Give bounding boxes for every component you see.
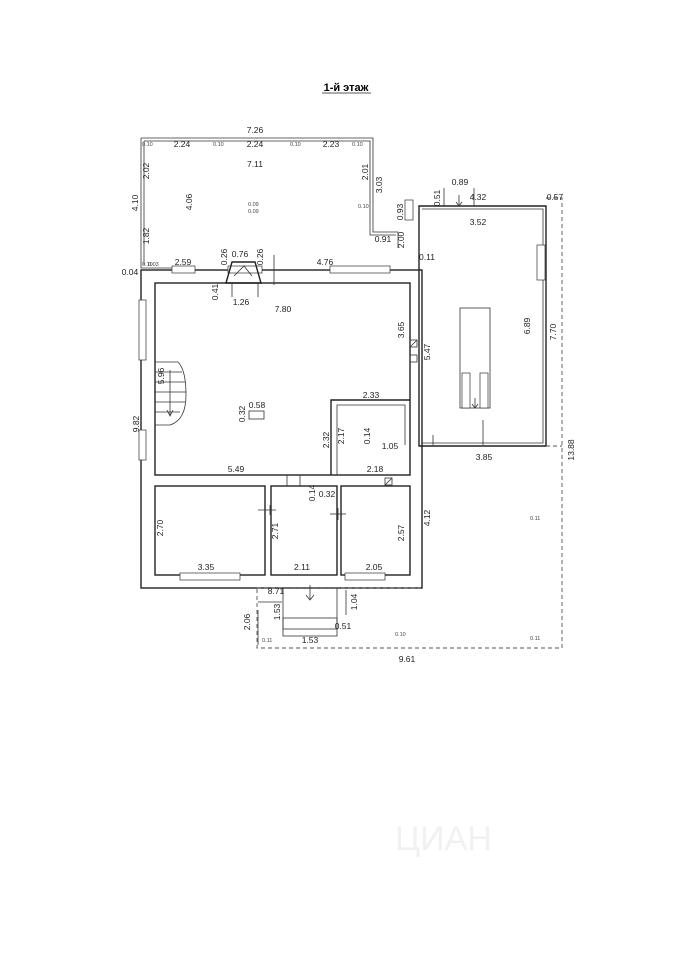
level-mark: 0.10 xyxy=(213,142,224,148)
dim-label: 0.32 xyxy=(319,489,336,499)
dim-label: 2.71 xyxy=(270,522,280,539)
dim-label: 3.03 xyxy=(374,176,384,193)
level-mark: 0.10 xyxy=(290,142,301,148)
level-mark: 0.10 xyxy=(352,142,363,148)
dim-label: 0.32 xyxy=(237,405,247,422)
dim-label: 0.41 xyxy=(210,283,220,300)
dim-label: 2.05 xyxy=(366,562,383,572)
level-mark: 0.11 xyxy=(530,516,540,522)
level-mark: 0.10 xyxy=(142,262,153,268)
garage-entry xyxy=(443,188,484,445)
dim-label: 2.23 xyxy=(323,139,340,149)
level-mark: 0.09 xyxy=(248,209,259,215)
dim-label: 7.80 xyxy=(275,304,292,314)
level-mark: 0.11 xyxy=(530,636,540,642)
dim-label: 0.89 xyxy=(452,177,469,187)
plan-title: 1-й этаж xyxy=(324,82,369,94)
level-mark: 0.10 xyxy=(142,142,153,148)
dim-label: 7.11 xyxy=(247,159,263,169)
dim-label: 2.59 xyxy=(175,257,192,267)
dim-label: 2.17 xyxy=(336,427,346,444)
dim-label: 1.04 xyxy=(349,593,359,610)
dim-label: 1.53 xyxy=(272,603,282,620)
dim-label: 2.00 xyxy=(396,231,406,248)
level-mark: 0.03 xyxy=(148,262,159,268)
watermark-logo: ЦИАН xyxy=(395,820,492,858)
entry-porch xyxy=(282,585,338,637)
dimension-ticks xyxy=(257,435,434,645)
dim-label: 2.24 xyxy=(174,139,191,149)
dim-label: 5.47 xyxy=(422,343,432,360)
dim-label: 0.04 xyxy=(122,267,139,277)
dim-label: 2.18 xyxy=(367,464,384,474)
dim-label: 2.32 xyxy=(321,431,331,448)
level-mark: 0.10 xyxy=(395,632,406,638)
dim-label: 1.82 xyxy=(141,227,151,244)
column-marker xyxy=(248,410,265,420)
dim-label: 4.06 xyxy=(184,193,194,210)
level-mark: 0.10 xyxy=(358,204,369,210)
dim-label: 8.71 xyxy=(268,586,285,596)
dim-label: 3.52 xyxy=(470,217,487,227)
dim-label: 0.14 xyxy=(362,427,372,444)
fireplace xyxy=(225,261,262,297)
dim-label: 9.82 xyxy=(131,415,141,432)
dim-label: 0.93 xyxy=(395,203,405,220)
door-swings xyxy=(258,255,346,520)
windows xyxy=(138,199,414,581)
dimension-labels: 7.26 2.24 2.24 2.23 7.11 2.02 4.10 1.82 … xyxy=(122,125,576,664)
dim-label: 1.26 xyxy=(233,297,250,307)
main-house-walls xyxy=(140,269,423,589)
dim-label: 0.26 xyxy=(219,248,229,265)
dim-label: 0.14 xyxy=(307,484,317,501)
dim-label: 1.53 xyxy=(302,635,319,645)
dim-label: 6.89 xyxy=(522,317,532,334)
dim-label: 3.85 xyxy=(476,452,493,462)
yard-boundary xyxy=(256,197,563,649)
dim-label: 0.26 xyxy=(255,248,265,265)
level-mark: 0.11 xyxy=(262,638,272,644)
dim-label: 0.57 xyxy=(547,192,564,202)
dim-label: 2.57 xyxy=(396,524,406,541)
dim-label: 0.51 xyxy=(432,189,442,206)
dim-label: 2.01 xyxy=(360,163,370,180)
dim-label: 7.26 xyxy=(247,125,264,135)
dim-label: 7.70 xyxy=(548,323,558,340)
dim-label: 2.70 xyxy=(155,519,165,536)
dim-label: 2.11 xyxy=(294,562,310,572)
dim-label: 2.06 xyxy=(242,613,252,630)
dim-label: 5.49 xyxy=(228,464,245,474)
dim-label: 4.32 xyxy=(470,192,487,202)
staircase xyxy=(155,361,187,426)
dim-label: 0.58 xyxy=(249,400,266,410)
dim-label: 1.05 xyxy=(382,441,399,451)
level-marks: 0.10 0.10 0.10 0.10 0.09 0.09 0.10 0.03 … xyxy=(142,142,540,644)
garage-car-outline xyxy=(459,307,491,409)
dim-label: 2.33 xyxy=(363,390,380,400)
dim-label: 13.88 xyxy=(566,439,576,461)
dim-label: 3.35 xyxy=(198,562,215,572)
dim-label: 4.12 xyxy=(422,509,432,526)
utility-boxes xyxy=(384,339,418,486)
dim-label: 2.24 xyxy=(247,139,264,149)
dim-label: 2.02 xyxy=(141,162,151,179)
dim-label: 9.61 xyxy=(399,654,416,664)
dim-label: 5.96 xyxy=(156,367,166,384)
dim-label: 4.10 xyxy=(130,194,140,211)
dim-label: 0.76 xyxy=(232,249,249,259)
terrace-outline xyxy=(140,137,399,269)
dim-label: 0.51 xyxy=(335,621,352,631)
dim-label: 4.76 xyxy=(317,257,334,267)
dim-label: 0.91 xyxy=(375,234,392,244)
dim-label: 3.65 xyxy=(396,321,406,338)
dim-label: 0.11 xyxy=(419,252,435,262)
level-mark: 0.09 xyxy=(248,202,259,208)
